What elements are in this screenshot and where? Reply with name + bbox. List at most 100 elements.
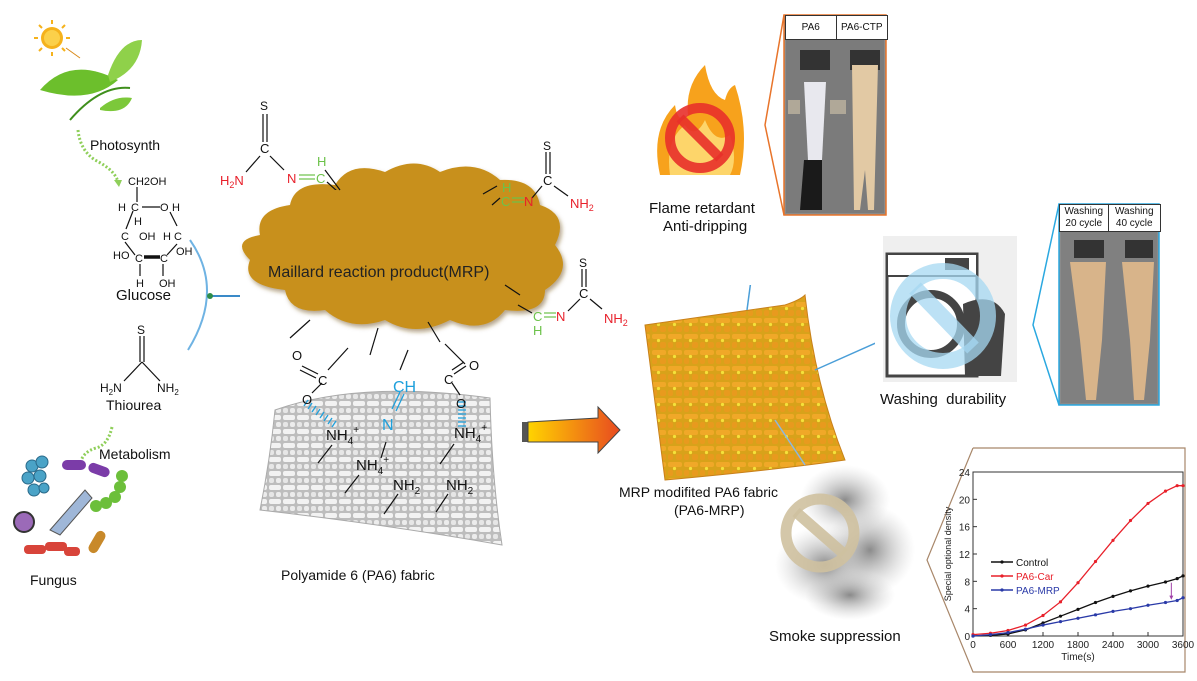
- washing-no-icon: [883, 236, 1017, 382]
- chart-frame: [926, 447, 1186, 673]
- data-point: [1058, 600, 1063, 604]
- data-point: [1175, 577, 1179, 581]
- svg-text:N: N: [287, 171, 296, 186]
- legend-label: PA6-MRP: [1016, 586, 1060, 597]
- svg-text:H: H: [502, 180, 511, 195]
- flame-test-photo: [764, 14, 887, 216]
- washing-40-cycle-header: Washing 40 cycle: [1114, 206, 1154, 229]
- x-tick-label: 600: [1000, 640, 1017, 651]
- y-tick-label: 16: [959, 523, 971, 534]
- svg-text:CH2OH: CH2OH: [128, 176, 167, 188]
- data-point: [1023, 627, 1028, 631]
- legend-label: PA6-Car: [1016, 572, 1054, 583]
- flame-retardant-label-line2: Anti-dripping: [663, 218, 748, 235]
- washing-test-photo: [1032, 203, 1160, 406]
- mrp-cloud-label: Maillard reaction product(MRP): [268, 264, 490, 281]
- data-point: [1128, 589, 1133, 593]
- data-point: [1175, 484, 1179, 488]
- glucose-atoms: CH2OH C H O H C H OH H C HO C C OH H OH: [113, 176, 193, 290]
- svg-text:C: C: [501, 194, 510, 209]
- metabolism-arrow: [78, 426, 114, 466]
- pa6-mrp-label-line1: MRP modifited PA6 fabric: [619, 484, 778, 500]
- thiourea-label: Thiourea: [106, 397, 162, 413]
- pa6-mrp-label-line2: (PA6-MRP): [674, 502, 745, 518]
- svg-text:C: C: [131, 202, 139, 214]
- data-point: [1111, 538, 1115, 542]
- nh2-1: NH2: [393, 477, 421, 497]
- svg-text:OH: OH: [159, 278, 176, 290]
- thiourea-h2n: H2N: [100, 381, 122, 397]
- x-tick-label: 0: [970, 640, 976, 651]
- annotation-arrowhead: [1169, 595, 1174, 600]
- washing-durability-label: Washing durability: [880, 391, 1007, 408]
- flame-no-icon: [657, 65, 744, 175]
- flame-retardant-label-line1: Flame retardant: [649, 200, 755, 217]
- svg-text:O: O: [292, 348, 302, 363]
- data-point: [1146, 584, 1150, 588]
- sun-icon: [34, 20, 81, 59]
- connector-smoke: [774, 419, 806, 466]
- svg-text:O: O: [302, 392, 312, 407]
- data-point: [1163, 600, 1168, 605]
- svg-text:C: C: [160, 253, 168, 265]
- data-point: [1146, 603, 1150, 607]
- y-tick-label: 20: [959, 495, 971, 506]
- svg-text:C: C: [444, 372, 453, 387]
- x-tick-label: 3000: [1137, 640, 1160, 651]
- mrp-cloud: [242, 163, 563, 329]
- data-point: [1128, 518, 1133, 523]
- left-illustrations: CH2OH C H O H C H OH H C HO C C OH H OH …: [13, 20, 240, 556]
- data-point: [1041, 613, 1045, 618]
- flame-photo-header: PA6 PA6-CTP: [785, 15, 888, 40]
- svg-text:OH: OH: [176, 246, 193, 258]
- data-point: [1128, 607, 1133, 611]
- glucose-label: Glucose: [116, 287, 172, 304]
- data-point: [1076, 607, 1080, 611]
- data-point: [1111, 594, 1115, 598]
- mrp-cloud-diagram: [242, 163, 563, 356]
- connector-flame: [746, 285, 752, 311]
- svg-text:C: C: [318, 373, 327, 388]
- svg-text:HO: HO: [113, 250, 130, 262]
- svg-text:N: N: [382, 417, 394, 434]
- svg-text:NH2: NH2: [570, 196, 594, 213]
- data-point: [1058, 620, 1063, 624]
- x-tick-label: 1200: [1032, 640, 1055, 651]
- data-point: [1181, 596, 1185, 600]
- svg-text:H: H: [118, 202, 126, 214]
- thiourea-structure: [123, 336, 161, 382]
- data-point: [1041, 623, 1045, 627]
- svg-text:C: C: [174, 231, 182, 243]
- data-point: [1146, 501, 1150, 506]
- svg-text:C: C: [543, 173, 552, 188]
- svg-text:O: O: [469, 358, 479, 373]
- legend-marker: [1000, 588, 1004, 592]
- data-point: [1181, 574, 1185, 578]
- svg-text:H: H: [533, 323, 542, 335]
- thiourea-sulfur: S: [137, 323, 145, 337]
- smoke-suppression-label: Smoke suppression: [769, 628, 901, 645]
- svg-text:O: O: [160, 202, 169, 214]
- data-point: [1163, 489, 1168, 493]
- svg-text:C: C: [579, 286, 588, 301]
- data-point: [1076, 581, 1080, 585]
- flame-photo-header-pa6: PA6: [786, 16, 837, 39]
- series-line-control: [972, 575, 1184, 637]
- photosynthesis-label: Photosynth: [90, 137, 161, 153]
- x-axis-label: Time(s): [1061, 652, 1095, 663]
- sun-leaf-icon: [34, 20, 142, 121]
- svg-text:CH: CH: [393, 379, 416, 396]
- data-point: [1076, 616, 1080, 620]
- smoke-no-icon: [775, 465, 915, 620]
- x-tick-label: 3600: [1172, 640, 1195, 651]
- washing-photo-header: Washing 20 cycle Washing 40 cycle: [1059, 204, 1161, 232]
- series-line-pa6-car: [972, 485, 1183, 636]
- flame-photo-header-pa6-ctp: PA6-CTP: [841, 21, 883, 33]
- x-tick-label: 1800: [1067, 640, 1090, 651]
- glucose-structure: [124, 187, 178, 276]
- svg-text:S: S: [543, 140, 551, 153]
- data-point: [1181, 484, 1185, 488]
- svg-text:S: S: [579, 256, 587, 270]
- reaction-arrow-icon: [522, 405, 621, 455]
- data-point: [1175, 598, 1179, 603]
